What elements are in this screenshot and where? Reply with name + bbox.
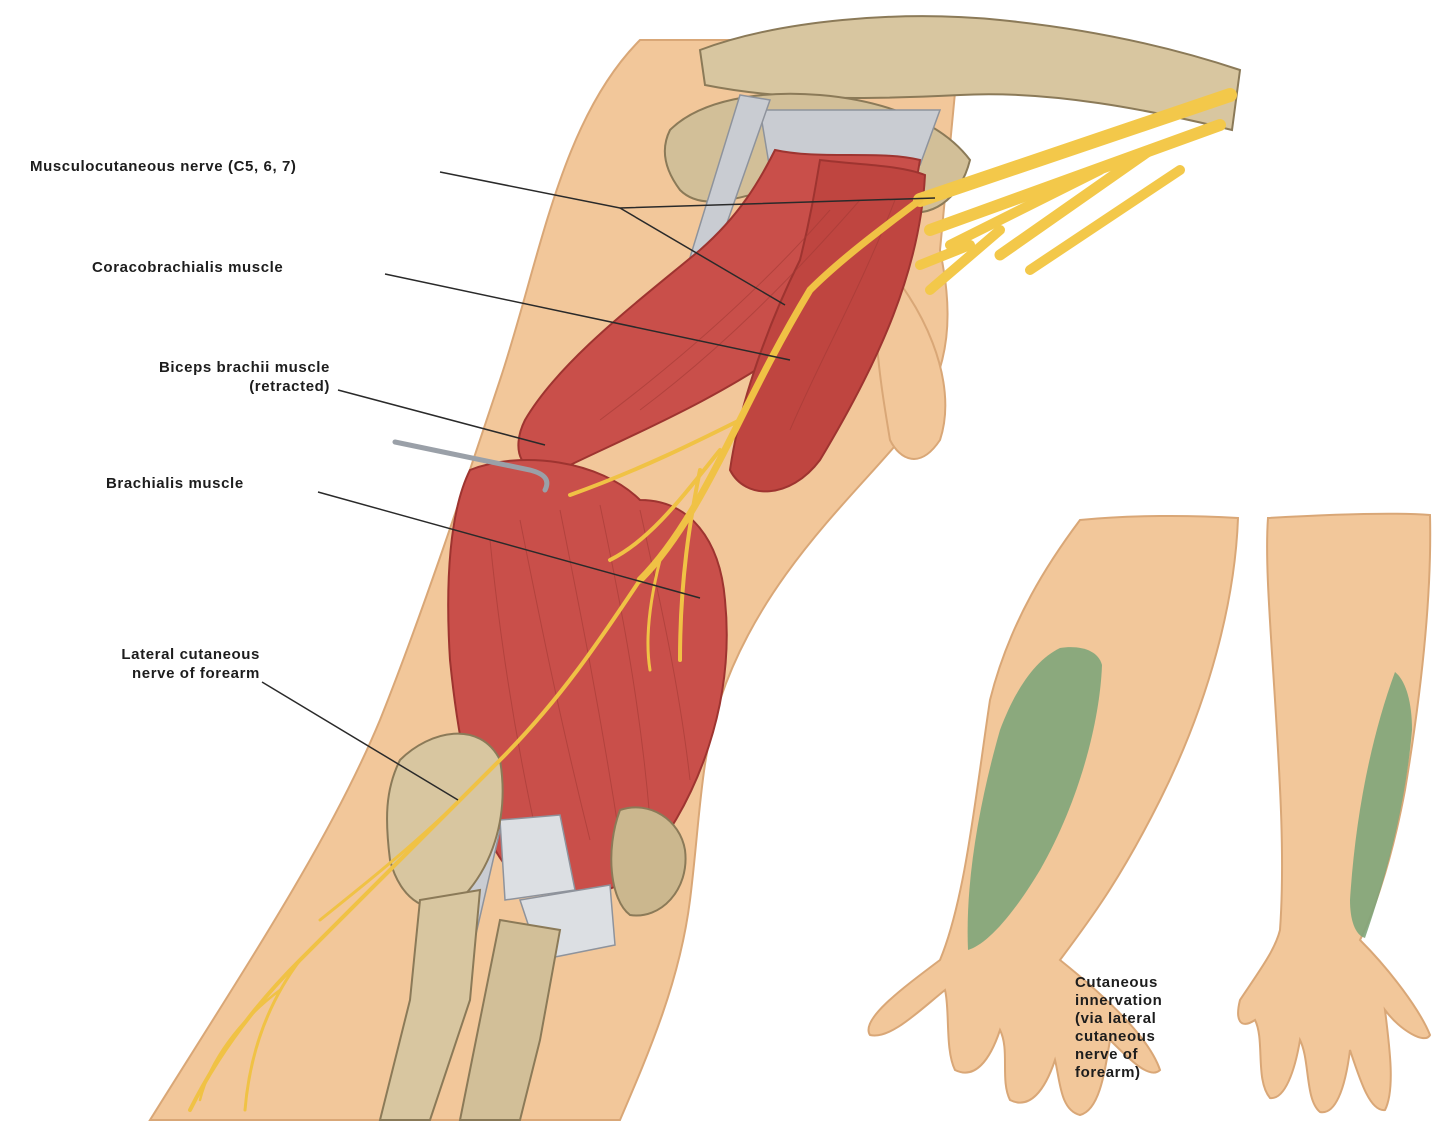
forearm-bone-2 xyxy=(458,918,562,1121)
label-biceps-brachii: Biceps brachii muscle (retracted) xyxy=(74,358,330,396)
elbow-tendon xyxy=(499,814,576,901)
label-line-3: (via lateral xyxy=(1075,1010,1157,1027)
leader-lines xyxy=(261,171,936,801)
forearm-anterior xyxy=(867,514,1240,1117)
label-line-5: nerve of xyxy=(1075,1046,1139,1063)
label-musculocutaneous-nerve: Musculocutaneous nerve (C5, 6, 7) xyxy=(30,157,297,176)
label-line-1: Lateral cutaneous xyxy=(121,646,260,663)
forearm-bone-1 xyxy=(378,888,482,1121)
label-line-1: Biceps brachii muscle xyxy=(158,359,330,376)
leader-coracobrachialis xyxy=(384,273,791,361)
leader-musculocutaneous-2 xyxy=(619,207,786,306)
leader-lateral-cutaneous xyxy=(261,681,459,801)
label-text: Brachialis muscle xyxy=(106,475,244,492)
olecranon xyxy=(610,806,687,917)
label-text: Coracobrachialis muscle xyxy=(92,259,284,276)
retractor xyxy=(392,439,550,493)
label-line-1: Cutaneous xyxy=(1075,974,1158,991)
label-line-2: nerve of forearm xyxy=(132,665,260,682)
label-brachialis-muscle: Brachialis muscle xyxy=(106,474,244,493)
innervation-zone-anterior xyxy=(967,647,1102,950)
label-line-4: cutaneous xyxy=(1075,1028,1156,1045)
label-text: Musculocutaneous nerve (C5, 6, 7) xyxy=(30,158,297,175)
label-line-2: innervation xyxy=(1075,992,1163,1009)
label-lateral-cutaneous-nerve: Lateral cutaneous nerve of forearm xyxy=(48,645,260,683)
leader-brachialis xyxy=(317,491,701,599)
muscle-striations xyxy=(489,199,896,851)
nerve-plexus xyxy=(913,88,1237,295)
label-cutaneous-innervation: Cutaneous innervation (via lateral cutan… xyxy=(1075,974,1162,1082)
leader-biceps xyxy=(337,389,546,446)
label-line-6: forearm) xyxy=(1075,1064,1141,1081)
label-coracobrachialis-muscle: Coracobrachialis muscle xyxy=(92,258,283,277)
main-arm xyxy=(148,15,1242,1121)
coracobrachialis-shape xyxy=(728,158,927,493)
musculocutaneous-nerve xyxy=(188,196,924,1112)
label-line-2: (retracted) xyxy=(249,378,330,395)
forearm-posterior xyxy=(1237,512,1432,1114)
innervation-zone-posterior xyxy=(1350,672,1412,938)
forearm-posterior-skin xyxy=(1237,512,1432,1114)
clavicle xyxy=(698,15,1242,132)
